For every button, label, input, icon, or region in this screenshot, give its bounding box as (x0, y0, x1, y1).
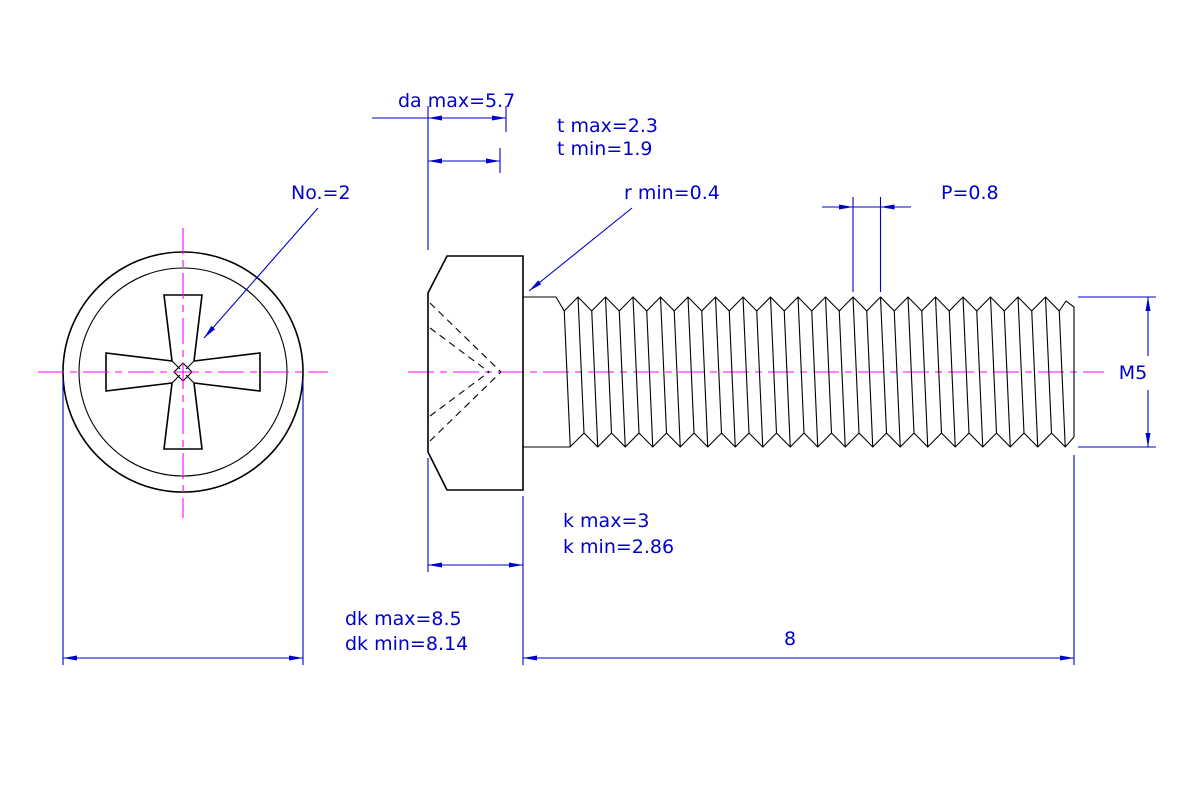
recess-no-leader (203, 207, 319, 339)
recess-hidden-line-1 (429, 302, 502, 373)
side-view (408, 255, 1104, 491)
k-max-label: k max=3 (563, 510, 649, 532)
dk-min-label: dk min=8.14 (345, 633, 468, 655)
r-min-label: r min=0.4 (624, 182, 720, 204)
phillips-flank-sw (171, 374, 181, 384)
recess-hidden-line-4 (429, 371, 490, 417)
recess-no-label: No.=2 (291, 182, 351, 204)
front-view (38, 228, 328, 518)
phillips-flank-ne (185, 360, 195, 370)
pitch-label: P=0.8 (941, 182, 999, 204)
dk-max-label: dk max=8.5 (345, 608, 462, 630)
phillips-flank-nw (171, 360, 181, 370)
phillips-flank-se (185, 374, 195, 384)
recess-hidden-line-2 (429, 371, 502, 442)
k-min-label: k min=2.86 (563, 536, 674, 558)
recess-hidden-line-3 (429, 327, 490, 373)
da-label: da max=5.7 (398, 90, 515, 112)
length-label: 8 (784, 628, 796, 650)
dimensions: da max=5.7 t max=2.3 t min=1.9 No.=2 r m… (62, 90, 1156, 665)
t-max-label: t max=2.3 (557, 115, 658, 137)
r-min-leader (528, 207, 633, 292)
t-min-label: t min=1.9 (557, 138, 652, 160)
threaded-shaft (523, 296, 1075, 448)
head-profile (427, 255, 524, 491)
m5-label: M5 (1119, 362, 1147, 384)
